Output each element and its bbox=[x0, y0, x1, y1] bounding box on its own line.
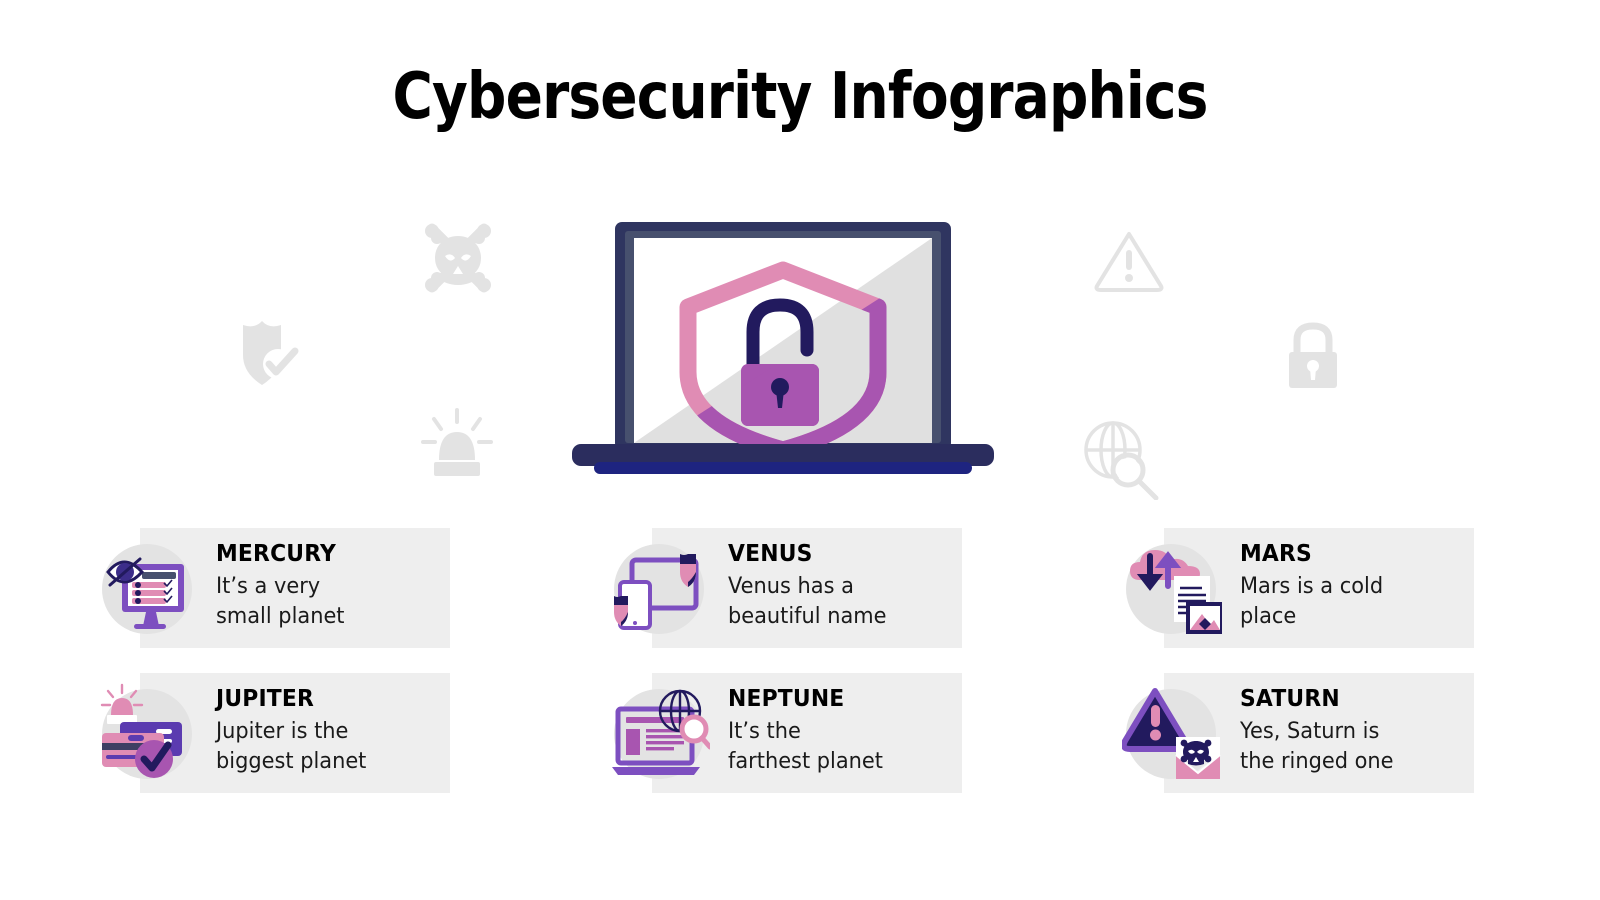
shield-check-icon bbox=[235, 315, 305, 391]
padlock-icon bbox=[1283, 320, 1343, 392]
warning-triangle-icon bbox=[1093, 228, 1165, 294]
warning-skull-mail-icon bbox=[1122, 683, 1222, 783]
card-title: MARS bbox=[1240, 541, 1312, 567]
card-description: Mars is a cold place bbox=[1240, 574, 1384, 629]
card-text: MARS Mars is a cold place bbox=[1240, 542, 1480, 631]
card-text: NEPTUNE It’s the farthest planet bbox=[728, 687, 968, 776]
laptop-with-shield-lock bbox=[568, 222, 998, 487]
card-text: MERCURY It’s a very small planet bbox=[216, 542, 456, 631]
cloud-transfer-files-icon bbox=[1122, 538, 1222, 638]
skull-crossbones-icon bbox=[418, 222, 498, 294]
card-description: It’s the farthest planet bbox=[728, 719, 883, 774]
card-title: NEPTUNE bbox=[728, 686, 845, 712]
card-description: Yes, Saturn is the ringed one bbox=[1240, 719, 1394, 774]
card-description: Jupiter is the biggest planet bbox=[216, 719, 367, 774]
card-description: Venus has a beautiful name bbox=[728, 574, 887, 629]
card-title: JUPITER bbox=[216, 686, 315, 712]
credit-cards-alarm-check-icon bbox=[98, 683, 198, 783]
card-text: SATURN Yes, Saturn is the ringed one bbox=[1240, 687, 1480, 776]
card-title: VENUS bbox=[728, 541, 813, 567]
laptop-globe-search-icon bbox=[610, 683, 710, 783]
globe-search-icon bbox=[1080, 418, 1162, 500]
devices-shield-icon bbox=[610, 538, 710, 638]
card-text: JUPITER Jupiter is the biggest planet bbox=[216, 687, 456, 776]
monitor-eye-checklist-icon bbox=[98, 538, 198, 638]
siren-icon bbox=[418, 408, 496, 480]
card-title: SATURN bbox=[1240, 686, 1340, 712]
card-title: MERCURY bbox=[216, 541, 337, 567]
card-text: VENUS Venus has a beautiful name bbox=[728, 542, 968, 631]
card-description: It’s a very small planet bbox=[216, 574, 345, 629]
page-title: Cybersecurity Infographics bbox=[392, 60, 1209, 134]
